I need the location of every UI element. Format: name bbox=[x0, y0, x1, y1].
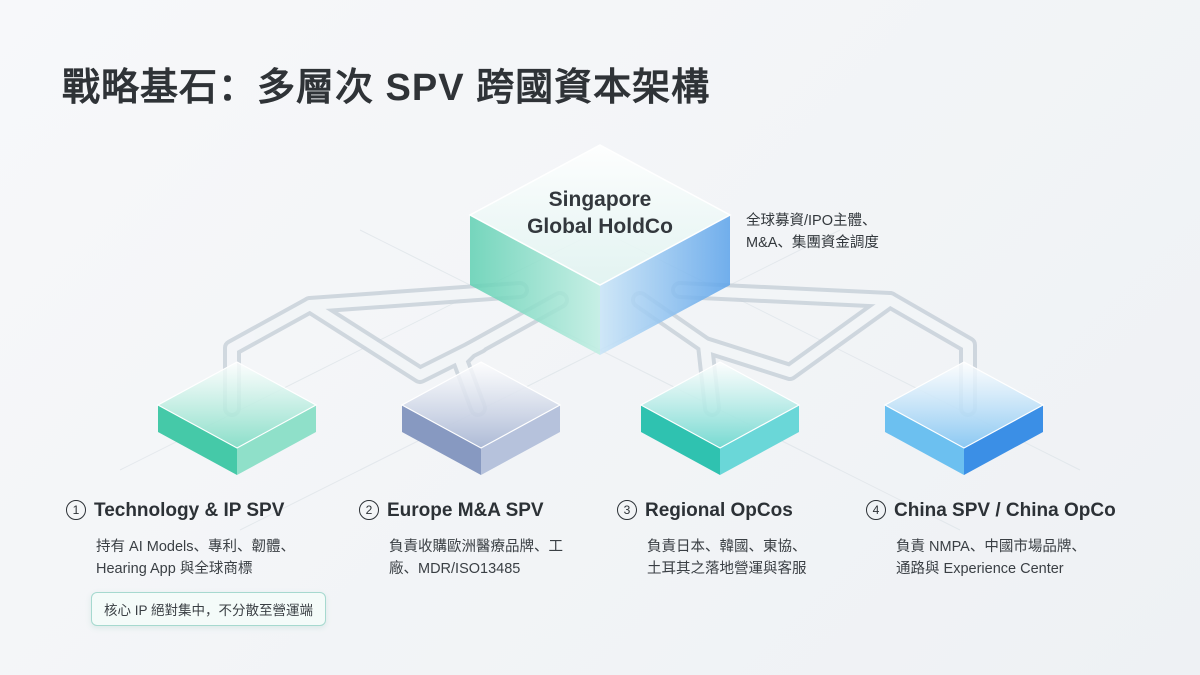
entity-description: 持有 AI Models、專利、韌體、 Hearing App 與全球商標 bbox=[66, 536, 356, 580]
entity-number-badge: 3 bbox=[617, 500, 637, 520]
holdco-label: Singapore Global HoldCo bbox=[500, 186, 700, 240]
entity-name: Regional OpCos bbox=[645, 500, 793, 521]
entity-description: 負責日本、韓國、東協、 土耳其之落地營運與客服 bbox=[617, 536, 907, 580]
holdco-label-line2: Global HoldCo bbox=[527, 215, 673, 238]
holdco-note-line2: M&A、集團資金調度 bbox=[746, 235, 879, 251]
entity-europe: 2 Europe M&A SPV 負責收購歐洲醫療品牌、工 廠、MDR/ISO13… bbox=[359, 500, 649, 580]
core-ip-note: 核心 IP 絕對集中，不分散至營運端 bbox=[91, 592, 327, 626]
entity-name: China SPV / China OpCo bbox=[894, 500, 1116, 521]
holdco-top-face bbox=[468, 144, 732, 286]
page-title: 戰略基石：多層次 SPV 跨國資本架構 bbox=[62, 67, 711, 109]
entity-title: 1 Technology & IP SPV bbox=[66, 500, 356, 522]
holdco-left-face bbox=[470, 215, 600, 355]
holdco-note: 全球募資/IPO主體、 M&A、集團資金調度 bbox=[746, 210, 879, 254]
entity-title: 3 Regional OpCos bbox=[617, 500, 907, 522]
tile-europe bbox=[400, 361, 562, 475]
entity-desc-line1: 負責收購歐洲醫療品牌、工 bbox=[389, 539, 563, 555]
entity-desc-line2: 廠、MDR/ISO13485 bbox=[389, 561, 521, 577]
tile-technology bbox=[156, 361, 318, 475]
holdco-note-line1: 全球募資/IPO主體、 bbox=[746, 213, 877, 229]
entity-technology: 1 Technology & IP SPV 持有 AI Models、專利、韌體、… bbox=[66, 500, 356, 580]
entity-title: 4 China SPV / China OpCo bbox=[866, 500, 1156, 522]
entity-description: 負責收購歐洲醫療品牌、工 廠、MDR/ISO13485 bbox=[359, 536, 649, 580]
entity-desc-line2: 土耳其之落地營運與客服 bbox=[647, 561, 807, 577]
entity-name: Technology & IP SPV bbox=[94, 500, 285, 521]
entity-number-badge: 2 bbox=[359, 500, 379, 520]
entity-description: 負責 NMPA、中國市場品牌、 通路與 Experience Center bbox=[866, 536, 1156, 580]
tile-regional bbox=[639, 361, 801, 475]
tile-china bbox=[883, 361, 1045, 475]
entity-number-badge: 4 bbox=[866, 500, 886, 520]
entity-desc-line1: 持有 AI Models、專利、韌體、 bbox=[96, 539, 295, 555]
entity-desc-line1: 負責 NMPA、中國市場品牌、 bbox=[896, 539, 1086, 555]
holdco-block bbox=[468, 144, 732, 355]
entity-number-badge: 1 bbox=[66, 500, 86, 520]
entity-regional: 3 Regional OpCos 負責日本、韓國、東協、 土耳其之落地營運與客服 bbox=[617, 500, 907, 580]
entity-desc-line2: 通路與 Experience Center bbox=[896, 561, 1064, 577]
entity-desc-line1: 負責日本、韓國、東協、 bbox=[647, 539, 807, 555]
entity-title: 2 Europe M&A SPV bbox=[359, 500, 649, 522]
holdco-right-face bbox=[600, 215, 730, 355]
entity-desc-line2: Hearing App 與全球商標 bbox=[96, 561, 253, 577]
entity-china: 4 China SPV / China OpCo 負責 NMPA、中國市場品牌、 … bbox=[866, 500, 1156, 580]
holdco-label-line1: Singapore bbox=[548, 188, 652, 211]
entity-name: Europe M&A SPV bbox=[387, 500, 544, 521]
